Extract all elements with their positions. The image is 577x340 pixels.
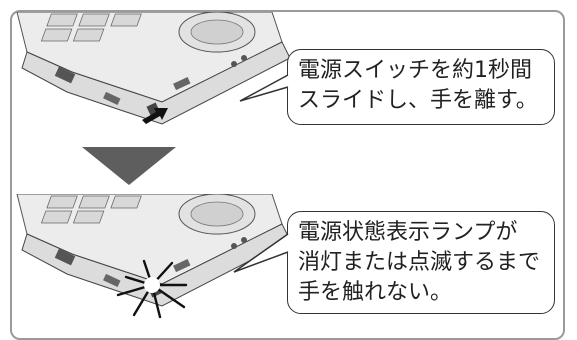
callout-pointer-step1 xyxy=(239,74,289,102)
step1-line-1: 電源スイッチを約1秒間 xyxy=(298,58,532,83)
callout-pointer-step2 xyxy=(233,233,289,273)
down-triangle-icon xyxy=(82,147,176,185)
step1-line-2: スライドし、手を離す。 xyxy=(298,88,538,113)
callout-step1: 電源スイッチを約1秒間 スライドし、手を離す。 xyxy=(287,49,555,125)
step2-line-3: 手を触れない。 xyxy=(298,280,453,305)
step2-line-2: 消灯または点滅するまで xyxy=(298,250,541,275)
laptop-illustration-step2 xyxy=(16,194,291,307)
light-burst-icon xyxy=(116,259,188,319)
right-arrow-icon xyxy=(142,108,168,124)
laptop-illustration-step1 xyxy=(16,12,291,125)
step2-line-1: 電源状態表示ランプが xyxy=(298,220,518,245)
callout-step2: 電源状態表示ランプが 消灯または点滅するまで 手を触れない。 xyxy=(287,211,555,314)
